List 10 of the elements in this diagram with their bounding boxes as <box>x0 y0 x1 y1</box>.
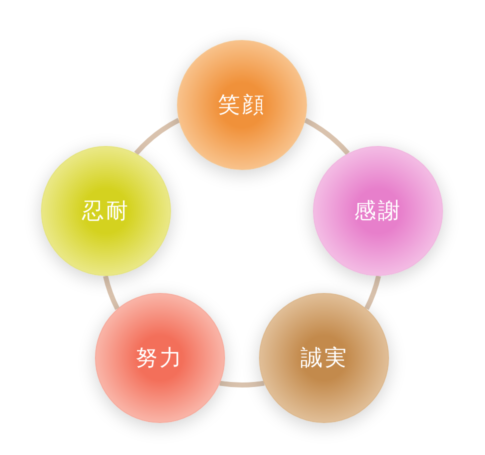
node-label: 努力 <box>136 345 184 374</box>
connector-arc <box>364 276 381 310</box>
node-label: 忍耐 <box>82 198 130 226</box>
connector-arc <box>304 118 350 156</box>
connector-arc <box>134 118 180 156</box>
node-label: 感謝 <box>354 198 402 226</box>
connector-arc <box>219 380 265 388</box>
node-label: 誠実 <box>300 345 348 374</box>
connector-arc <box>103 276 120 310</box>
node-label: 笑顔 <box>218 92 266 120</box>
